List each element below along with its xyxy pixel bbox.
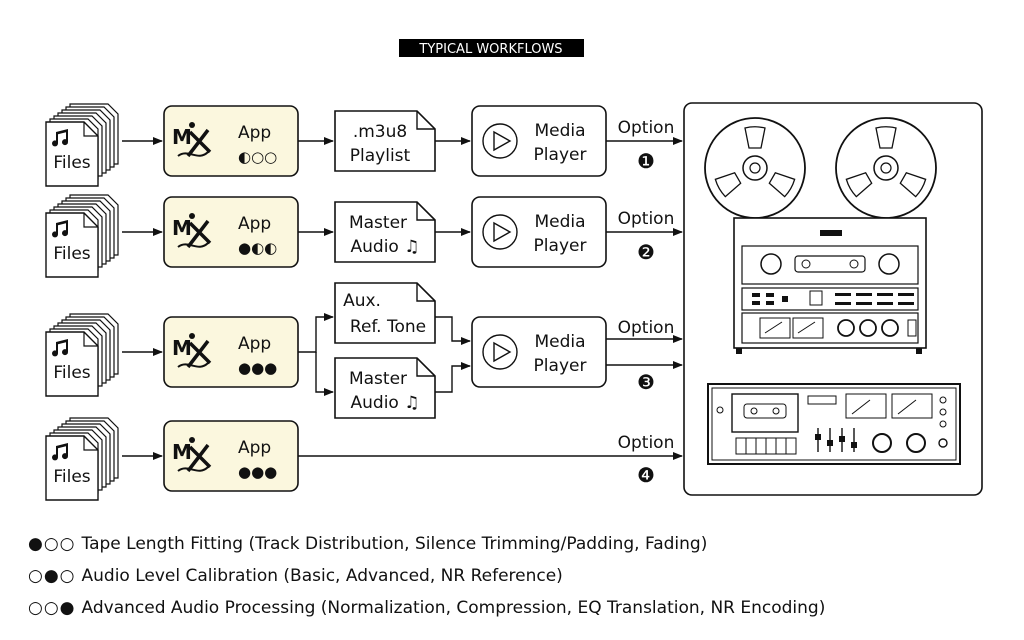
play-icon	[482, 123, 518, 159]
tape-decks-panel	[683, 102, 983, 496]
app-feature-dots: ●●●	[238, 463, 277, 481]
legend-item-tape-length-fitting: ●○○Tape Length Fitting (Track Distributi…	[28, 534, 707, 554]
app-box: App ◐○○	[163, 105, 299, 177]
app-label: App	[238, 334, 271, 354]
diagram-title: TYPICAL WORKFLOWS	[418, 42, 562, 57]
app-feature-dots: ●●●	[238, 359, 277, 377]
workflow-row-3: Files App ●●● Aux. Ref. Tone Master Audi…	[45, 282, 683, 419]
files-icon	[45, 103, 119, 187]
files-label: Files	[53, 363, 90, 383]
legend-text: Tape Length Fitting (Track Distribution,…	[81, 534, 708, 554]
media-player-box: Media Player	[471, 196, 607, 268]
option-number-badge: ❷	[637, 240, 655, 264]
title-background	[399, 39, 584, 57]
app-label: App	[238, 438, 271, 458]
reel-to-reel-deck-icon	[704, 117, 937, 354]
aux-label-line2: Ref. Tone	[350, 317, 426, 337]
legend-text: Audio Level Calibration (Basic, Advanced…	[81, 566, 563, 586]
media-player-line2: Player	[534, 236, 587, 256]
aux-label-line1: Aux.	[343, 291, 381, 311]
cassette-deck-icon	[707, 383, 961, 465]
doc-label-line1: .m3u8	[353, 122, 407, 142]
legend-dots: ○●○	[28, 566, 76, 586]
legend-text: Advanced Audio Processing (Normalization…	[81, 598, 826, 618]
files-label: Files	[53, 467, 90, 487]
legend-item-advanced-audio-processing: ○○●Advanced Audio Processing (Normalizat…	[28, 598, 825, 618]
legend-item-audio-level-calibration: ○●○Audio Level Calibration (Basic, Advan…	[28, 566, 563, 586]
files-icon	[45, 313, 119, 397]
app-box: App ●●●	[163, 316, 299, 388]
doc-label-line2: Playlist	[350, 146, 411, 166]
app-label: App	[238, 214, 271, 234]
workflow-row-1: Files App ◐○○ .m3u8 Playlist Media Playe…	[45, 103, 683, 187]
play-icon	[482, 214, 518, 250]
doc-label-line2: Audio ♫	[351, 393, 420, 413]
files-icon	[45, 194, 119, 278]
files-label: Files	[53, 244, 90, 264]
app-feature-dots: ◐○○	[238, 148, 277, 166]
media-player-line1: Media	[534, 332, 585, 352]
option-number-badge: ❶	[637, 149, 655, 173]
app-feature-dots: ●◐◐	[238, 239, 277, 257]
media-player-box: Media Player	[471, 316, 607, 388]
workflow-row-4: Files App ●●● Option ❹	[45, 417, 683, 501]
legend-dots: ●○○	[28, 534, 76, 554]
doc-label-line1: Master	[349, 213, 407, 233]
app-label: App	[238, 123, 271, 143]
option-number-badge: ❸	[637, 370, 655, 394]
workflow-row-2: Files App ●◐◐ Master Audio ♫ Media Playe…	[45, 194, 683, 278]
files-label: Files	[53, 153, 90, 173]
option-label: Option	[618, 318, 675, 338]
option-number-badge: ❹	[637, 463, 655, 487]
option-label: Option	[618, 433, 675, 453]
media-player-line1: Media	[534, 212, 585, 232]
option-label: Option	[618, 209, 675, 229]
app-box: App ●◐◐	[163, 196, 299, 268]
play-icon	[482, 334, 518, 370]
app-box: App ●●●	[163, 420, 299, 492]
doc-label-line2: Audio ♫	[351, 237, 420, 257]
media-player-line1: Media	[534, 121, 585, 141]
media-player-box: Media Player	[471, 105, 607, 177]
workflow-diagram: M TYPICAL WORKFLOWS Files App ◐○○	[45, 39, 983, 501]
media-player-line2: Player	[534, 145, 587, 165]
legend-dots: ○○●	[28, 598, 76, 618]
files-icon	[45, 417, 119, 501]
option-label: Option	[618, 118, 675, 138]
doc-label-line1: Master	[349, 369, 407, 389]
media-player-line2: Player	[534, 356, 587, 376]
